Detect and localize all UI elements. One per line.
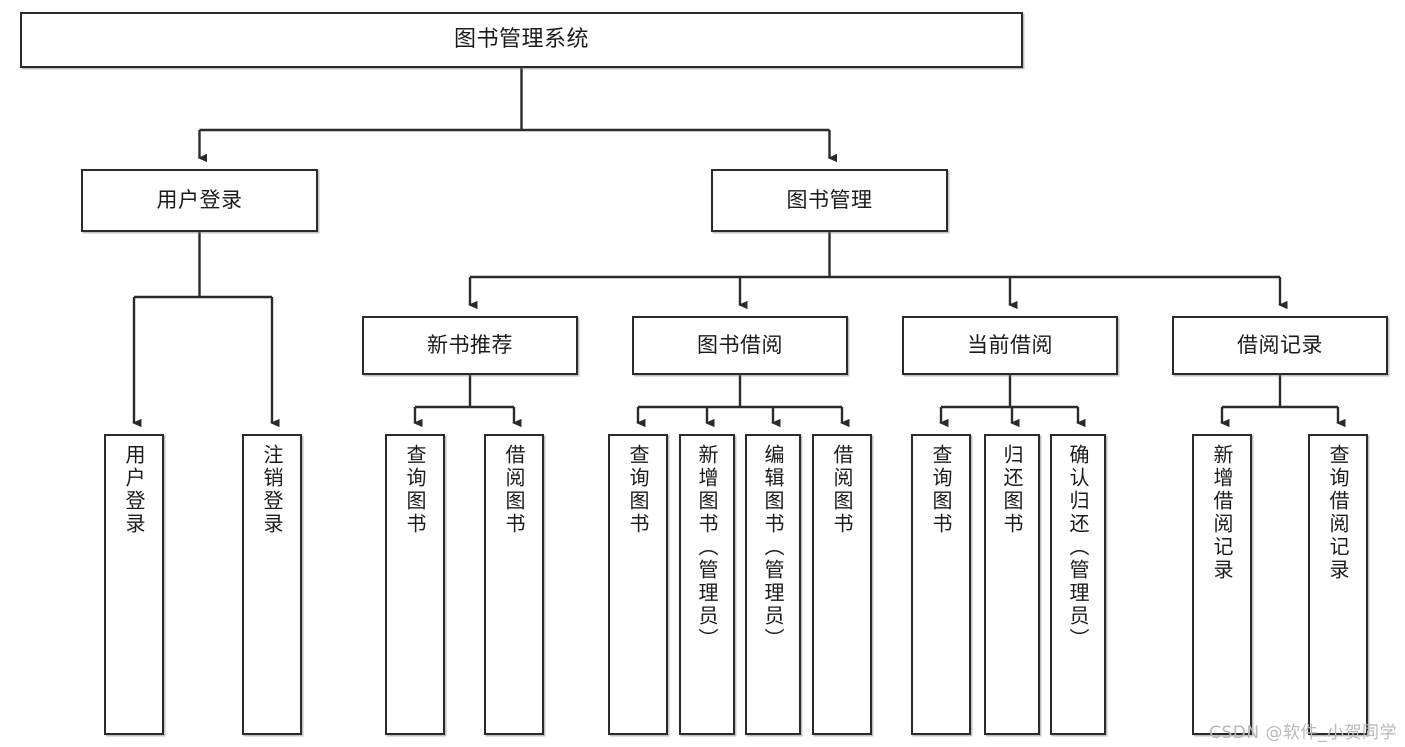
- node-l_qbook2[interactable]: 查询图书: [608, 434, 668, 735]
- node-l_addbook[interactable]: 新增图书（管理员）: [679, 434, 735, 735]
- node-label: 借阅记录: [1237, 332, 1323, 357]
- node-label: 用户登录: [156, 187, 243, 212]
- node-label: 新增图书（管理员）: [695, 444, 719, 651]
- node-records[interactable]: 借阅记录: [1172, 316, 1388, 375]
- node-root[interactable]: 图书管理系统: [20, 12, 1023, 68]
- node-newbook[interactable]: 新书推荐: [362, 316, 578, 375]
- node-label: 当前借阅: [967, 332, 1053, 357]
- node-label: 用户登录: [122, 444, 146, 536]
- node-l_qbook3[interactable]: 查询图书: [911, 434, 971, 735]
- node-label: 查询图书: [403, 444, 427, 536]
- node-label: 确认归还（管理员）: [1066, 444, 1090, 651]
- node-l_editbook[interactable]: 编辑图书（管理员）: [745, 434, 801, 735]
- node-l_qbook1[interactable]: 查询图书: [385, 434, 445, 735]
- node-label: 查询图书: [626, 444, 650, 536]
- node-current[interactable]: 当前借阅: [902, 316, 1118, 375]
- node-label: 图书管理: [786, 187, 873, 212]
- node-login[interactable]: 用户登录: [81, 169, 318, 232]
- node-l_logout[interactable]: 注销登录: [242, 434, 302, 735]
- node-label: 查询借阅记录: [1326, 444, 1350, 582]
- node-label: 借阅图书: [830, 444, 854, 536]
- watermark: CSDN @软件_小贺同学: [1209, 723, 1397, 743]
- node-l_return[interactable]: 归还图书: [984, 434, 1040, 735]
- node-label: 新书推荐: [427, 332, 513, 357]
- node-borrow[interactable]: 图书借阅: [632, 316, 848, 375]
- node-l_qrec[interactable]: 查询借阅记录: [1308, 434, 1368, 735]
- node-label: 图书管理系统: [453, 26, 589, 52]
- node-l_bbook2[interactable]: 借阅图书: [812, 434, 872, 735]
- node-label: 借阅图书: [502, 444, 526, 536]
- node-label: 归还图书: [1000, 444, 1024, 536]
- node-l_login[interactable]: 用户登录: [104, 434, 164, 735]
- node-label: 注销登录: [260, 444, 284, 536]
- node-l_addrec[interactable]: 新增借阅记录: [1192, 434, 1252, 735]
- node-label: 图书借阅: [697, 332, 783, 357]
- node-bookmgmt[interactable]: 图书管理: [711, 169, 948, 232]
- node-l_bbook1[interactable]: 借阅图书: [484, 434, 544, 735]
- node-l_confirm[interactable]: 确认归还（管理员）: [1050, 434, 1106, 735]
- node-label: 新增借阅记录: [1210, 444, 1234, 582]
- node-label: 查询图书: [929, 444, 953, 536]
- node-label: 编辑图书（管理员）: [761, 444, 785, 651]
